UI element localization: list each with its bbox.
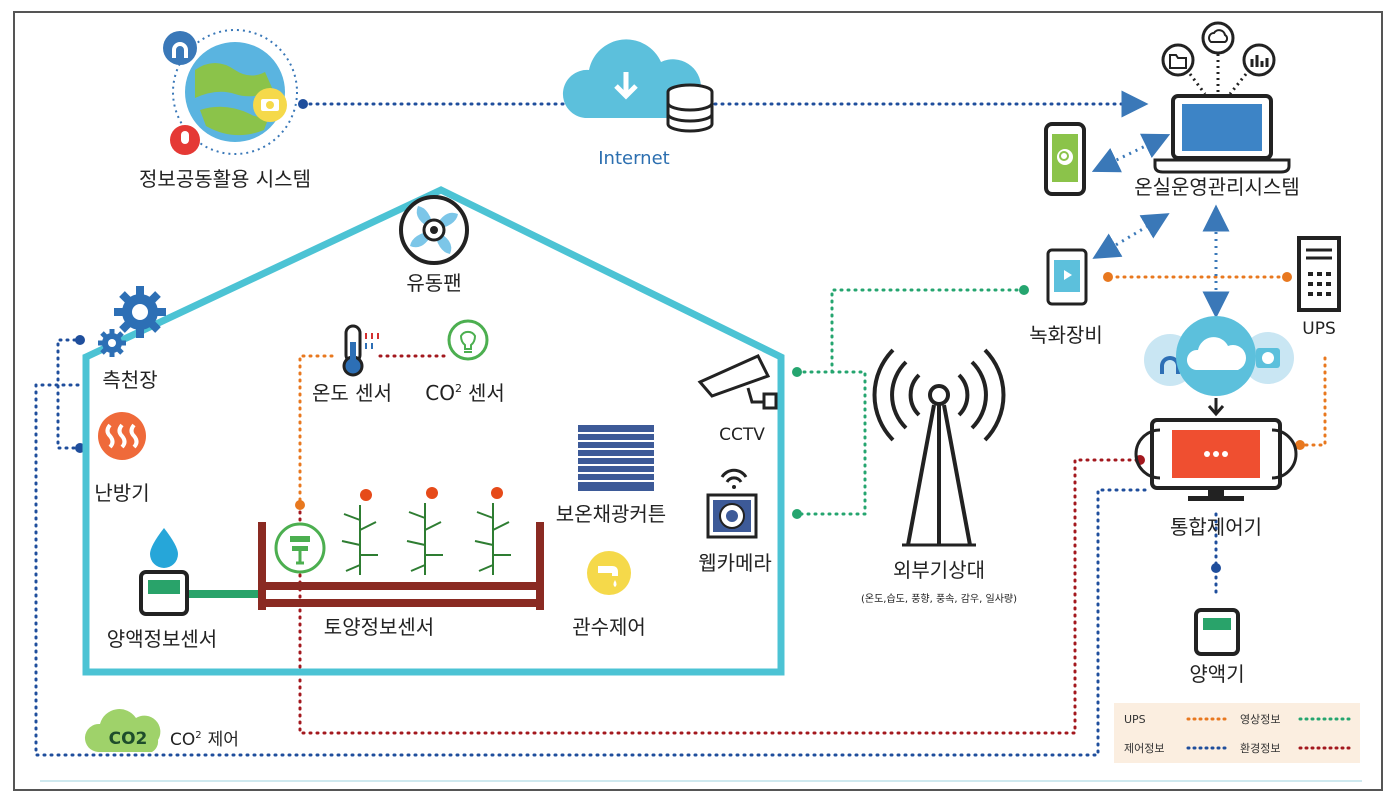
weather-station-label: 측천장: [102, 368, 157, 392]
video-recorder-icon: [1046, 248, 1088, 306]
smartphone-icon: [1044, 122, 1086, 196]
legend-ups: UPS: [1124, 713, 1146, 726]
co2-control-co: CO: [170, 730, 195, 750]
info-system-link: [298, 90, 1149, 118]
nutrient-device-icon: [1194, 608, 1240, 656]
soil-sensor-label: 토양정보센서: [324, 615, 434, 639]
nutrient-machine-label: 양액기: [1189, 662, 1244, 686]
legend-control: 제어정보: [1124, 742, 1164, 755]
globe-icon: [163, 29, 298, 155]
internet-label: Internet: [598, 148, 669, 169]
bidirectional-arrows: [1091, 133, 1230, 319]
co2-cloud-icon: CO2: [84, 709, 161, 752]
external-weather-sublabel: (온도,습도, 풍향, 풍속, 감우, 일사량): [861, 593, 1017, 605]
co2-control-suffix: 제어: [208, 730, 239, 750]
recorder-label: 녹화장비: [1029, 323, 1103, 347]
fan-label: 유동팬: [406, 271, 461, 295]
control-info-lines: [34, 335, 1221, 757]
fan-icon: [399, 195, 469, 265]
antenna-tower-icon: [872, 348, 1006, 547]
curtain-label: 보온채광커튼: [556, 502, 666, 526]
curtain-icon: [578, 425, 654, 491]
greenhouse-mgmt-label: 온실운영관리시스템: [1134, 175, 1300, 199]
external-weather-label: 외부기상대: [893, 558, 985, 582]
co2-control-label: CO2 제어: [170, 730, 239, 750]
irrigation-label: 관수제어: [572, 615, 646, 639]
water-drop-icon: [150, 528, 178, 568]
temp-sensor-label: 온도 센서: [312, 381, 392, 405]
co2-leaf-icon: [447, 319, 489, 361]
co2-cloud-cluster: [1144, 316, 1294, 417]
planter-box: [258, 522, 544, 610]
legend-environment: 환경정보: [1240, 742, 1280, 755]
legend: UPS 영상정보 제어정보 환경정보: [1114, 703, 1360, 763]
ups-lines: [1103, 272, 1327, 450]
integrated-controller-label: 통합제어기: [1170, 515, 1262, 539]
nutrient-sensor-label: 양액정보센서: [107, 627, 217, 651]
co2-sensor-label: CO2 센서: [425, 381, 505, 405]
cctv-icon: [697, 354, 778, 410]
gear-icon: [98, 286, 166, 357]
webcam-label: 웹카메라: [698, 551, 772, 575]
cloud-database-icon: [562, 39, 714, 133]
co2-control-subscript: 2: [195, 730, 201, 741]
nutrient-sensor-device: [139, 570, 259, 616]
faucet-icon: [587, 551, 631, 595]
laptop-icon: [1153, 21, 1291, 174]
co2-sensor-subscript: 2: [455, 382, 462, 395]
controller-monitor-icon: [1134, 418, 1298, 501]
soil-sensor-icon: [274, 522, 326, 574]
greenhouse-outline: [82, 186, 785, 676]
ups-label: UPS: [1302, 319, 1336, 339]
tomato-plant-icon: [341, 503, 511, 575]
cctv-label: CCTV: [719, 425, 765, 445]
co2-sensor-co: CO: [425, 381, 455, 405]
tomato-fruits: [360, 487, 503, 501]
thermometer-icon: [342, 324, 379, 377]
ups-icon: [1297, 236, 1341, 312]
heater-icon: [98, 412, 146, 460]
info-system-label: 정보공동활용 시스템: [139, 167, 311, 191]
video-info-lines: [792, 285, 1029, 519]
co2-sensor-suffix: 센서: [468, 381, 505, 405]
co2-badge-text: CO2: [109, 729, 148, 749]
heater-label: 난방기: [94, 481, 149, 505]
webcam-icon: [706, 468, 758, 539]
legend-video: 영상정보: [1240, 713, 1280, 726]
